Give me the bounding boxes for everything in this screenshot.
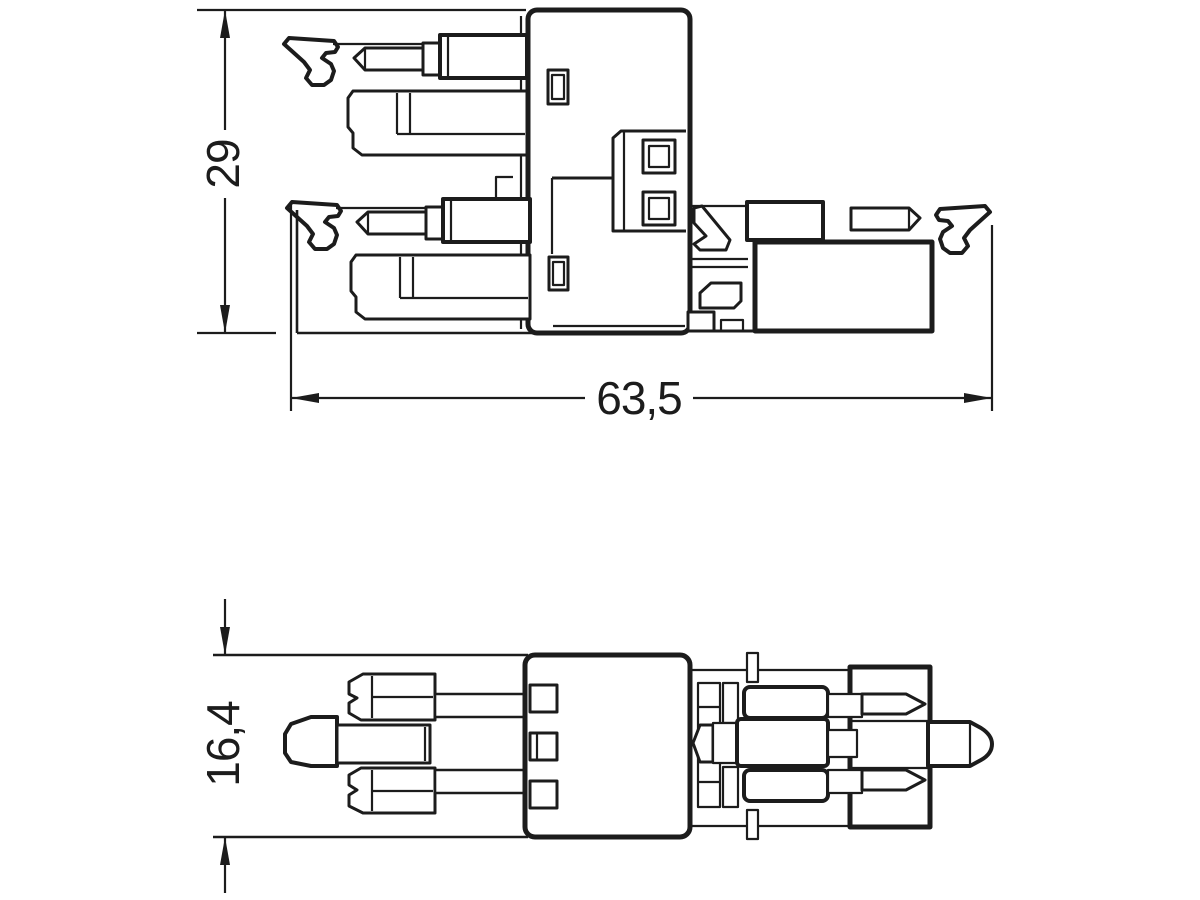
bottom-left-plug — [283, 672, 527, 815]
dimension-front-width: 63,5 — [289, 205, 994, 424]
bottom-view — [213, 651, 994, 841]
arrowhead-left — [291, 393, 319, 403]
front-view — [284, 7, 992, 336]
dimension-label-front-width: 63,5 — [596, 372, 682, 424]
dimension-label-front-height: 29 — [197, 139, 249, 188]
right-latch-hook — [934, 204, 992, 255]
socket-pin-top — [860, 692, 927, 716]
front-right-branch — [686, 200, 992, 334]
front-body-internals — [546, 68, 686, 328]
arrowhead-up — [220, 837, 230, 865]
dimension-front-height: 29 — [197, 8, 526, 335]
dimension-label-bottom-height: 16,4 — [197, 701, 249, 787]
bottom-body — [522, 652, 693, 840]
retainer-tab-bottom — [745, 808, 760, 841]
arrowhead-up — [220, 10, 230, 38]
body-step — [494, 175, 513, 202]
right-plug-body — [752, 239, 935, 334]
arrowhead-down — [220, 305, 230, 333]
arrowhead-right — [964, 393, 992, 403]
bottom-body-slots — [528, 683, 559, 810]
center-pin — [926, 720, 994, 768]
arrowhead-down — [220, 627, 230, 655]
bottom-right-socket — [690, 651, 994, 841]
socket-pin-bottom — [860, 768, 927, 792]
retainer-tab-top — [745, 651, 760, 684]
dimensions: 29 63,5 16,4 — [197, 8, 994, 893]
dimension-bottom-height: 16,4 — [197, 599, 249, 893]
right-latch-wedge — [692, 204, 732, 252]
socket-block — [847, 664, 933, 830]
front-upper-left-branch — [284, 35, 527, 155]
right-contact-pin — [849, 206, 922, 232]
front-lower-left-branch — [287, 199, 530, 319]
